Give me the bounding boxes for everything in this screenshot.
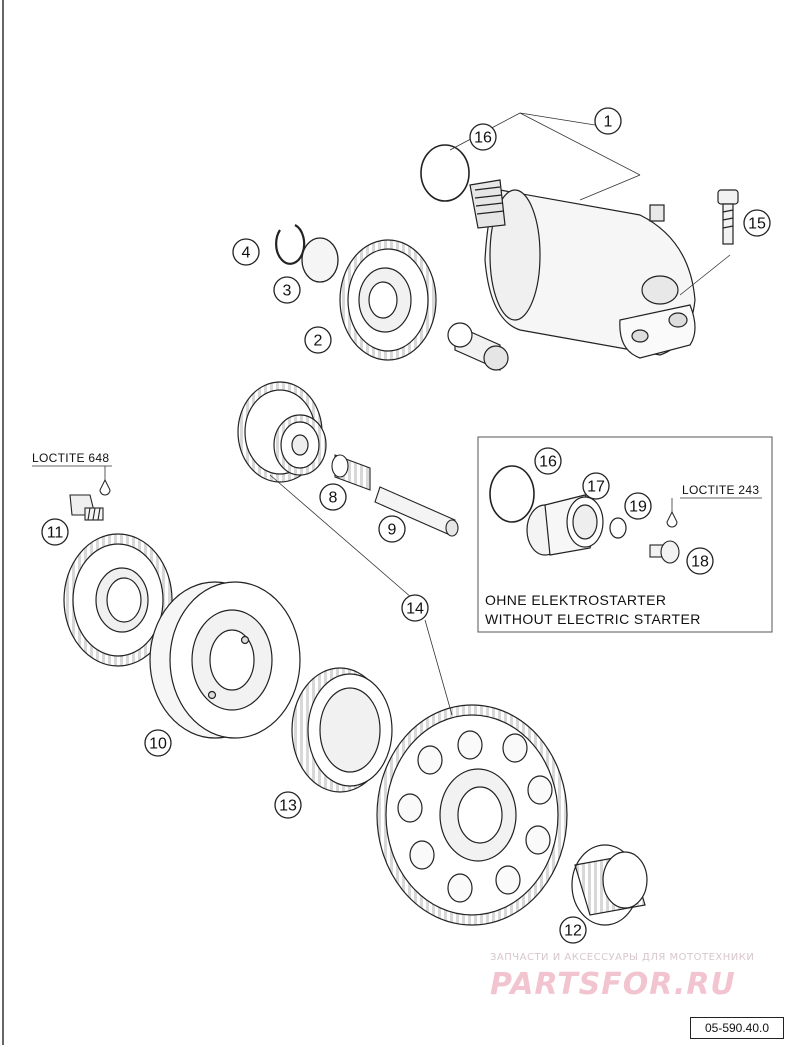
inset-washer	[609, 517, 627, 539]
callout-number: 16	[474, 130, 492, 147]
loctite-drop-right	[666, 510, 678, 528]
circlip	[275, 224, 306, 265]
callout-number: 15	[748, 216, 766, 233]
callout-number: 11	[47, 525, 64, 542]
callout-circle	[144, 729, 172, 757]
callout-circle	[319, 483, 347, 511]
callout-number: 19	[629, 499, 647, 516]
callout-circle	[469, 123, 497, 151]
callout-circle	[624, 492, 652, 520]
callout-circle	[743, 209, 771, 237]
leader-15	[679, 254, 731, 296]
callout-number: 18	[691, 554, 709, 571]
callout-circle	[274, 791, 302, 819]
callout-circle	[401, 594, 429, 622]
inset-o-ring	[489, 465, 535, 523]
callout-circle	[534, 447, 562, 475]
large-gear	[376, 704, 568, 926]
loctite-label-right: LOCTITE 243	[682, 483, 759, 497]
callout-number: 14	[406, 601, 424, 618]
leader-14a	[269, 474, 413, 599]
callout-1-leaders	[449, 112, 641, 201]
callout-number: 17	[587, 479, 605, 496]
double-gear	[237, 381, 327, 483]
callout-number: 8	[329, 490, 338, 507]
callout-circle	[273, 276, 301, 304]
inset-caption-de: OHNE ELEKTROSTARTER	[485, 592, 666, 608]
inset-caption-en: WITHOUT ELECTRIC STARTER	[485, 611, 701, 627]
idler-gear	[339, 239, 437, 361]
callout-circle	[41, 518, 69, 546]
callout-number: 10	[149, 736, 167, 753]
inset-screw	[649, 540, 680, 564]
sprag-freewheel	[291, 667, 393, 793]
callout-number: 2	[314, 333, 323, 350]
leader-14b	[424, 619, 453, 716]
part-code-label: 05-590.40.0	[690, 1017, 784, 1039]
callout-circle	[582, 472, 610, 500]
needle-bearing	[331, 454, 371, 491]
inset-plug	[526, 494, 604, 556]
needle-sleeve	[571, 844, 648, 926]
starter-motor	[469, 179, 696, 359]
freewheel-housing	[149, 581, 301, 739]
sleeve	[447, 322, 509, 371]
callout-circle	[378, 515, 406, 543]
callout-number: 12	[564, 923, 582, 940]
callout-circle	[232, 238, 260, 266]
callout-circle	[686, 547, 714, 575]
shaft	[374, 486, 459, 537]
watermark-tagline: ЗАПЧАСТИ И АКСЕССУАРЫ ДЛЯ МОТОТЕХНИКИ	[490, 952, 754, 963]
callout-number: 4	[242, 245, 251, 262]
callout-number: 9	[388, 522, 397, 539]
callout-circle	[594, 107, 622, 135]
callout-circle	[304, 326, 332, 354]
callout-number: 13	[279, 798, 297, 815]
allen-bolt	[69, 494, 104, 521]
freewheel-gear	[63, 533, 173, 667]
callout-circle	[559, 916, 587, 944]
callout-number: 16	[539, 454, 557, 471]
watermark-logo: PARTSFOR.RU	[490, 967, 736, 1002]
o-ring	[420, 144, 470, 202]
washer	[301, 237, 339, 283]
callout-number: 3	[283, 283, 292, 300]
loctite-label-left: LOCTITE 648	[32, 451, 109, 465]
loctite-drop-left	[99, 478, 111, 496]
bolt	[717, 189, 739, 245]
callout-number: 1	[604, 114, 613, 131]
